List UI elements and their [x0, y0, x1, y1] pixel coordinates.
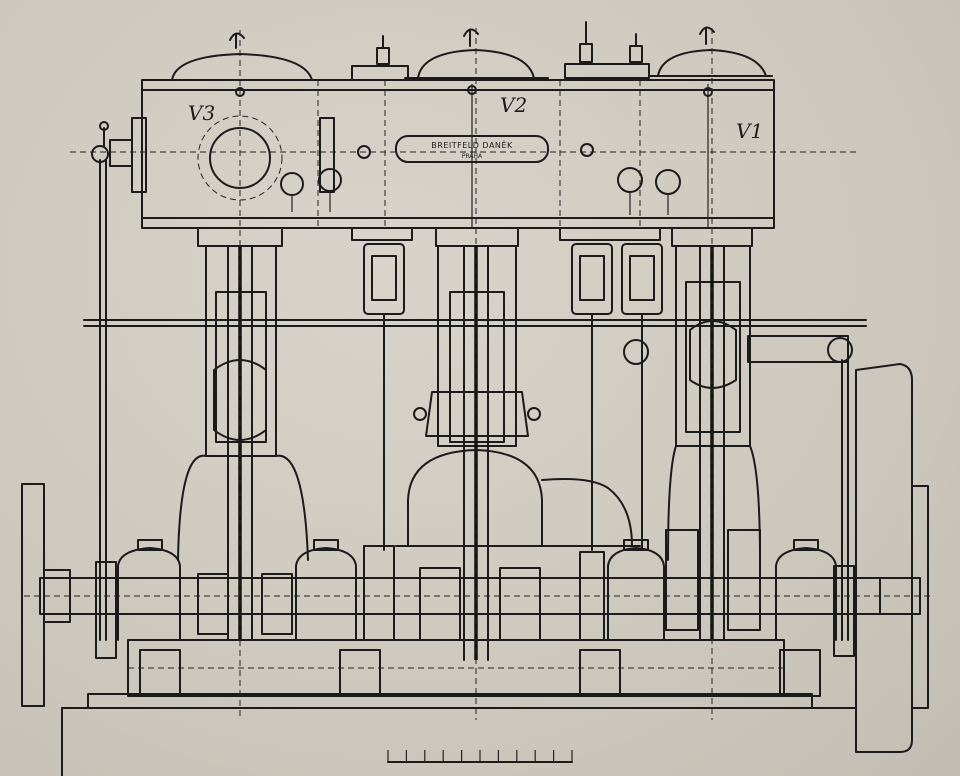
cylinder-covers [159, 21, 773, 81]
label-v3: V3 [188, 101, 215, 125]
label-v1: V1 [736, 119, 763, 143]
bedplate [61, 639, 857, 776]
flywheel [855, 363, 929, 753]
scale-bar [387, 750, 573, 763]
gauge-icon [617, 167, 643, 193]
valve-chests [363, 243, 663, 551]
gauge-icon [280, 172, 304, 196]
label-v2: V2 [500, 93, 527, 117]
stuffing-boxes [197, 227, 753, 247]
cylinder-labels: V3 V2 V1 [188, 93, 763, 143]
gauge-icon [318, 168, 342, 192]
pressure-gauges [280, 167, 681, 215]
right-column [667, 245, 761, 641]
crankshaft [24, 577, 934, 615]
gauge-icon [655, 169, 681, 195]
platform-rail [83, 319, 867, 365]
handwheel [21, 483, 71, 707]
block-side-flanges [91, 117, 594, 193]
main-bearings [117, 539, 837, 641]
